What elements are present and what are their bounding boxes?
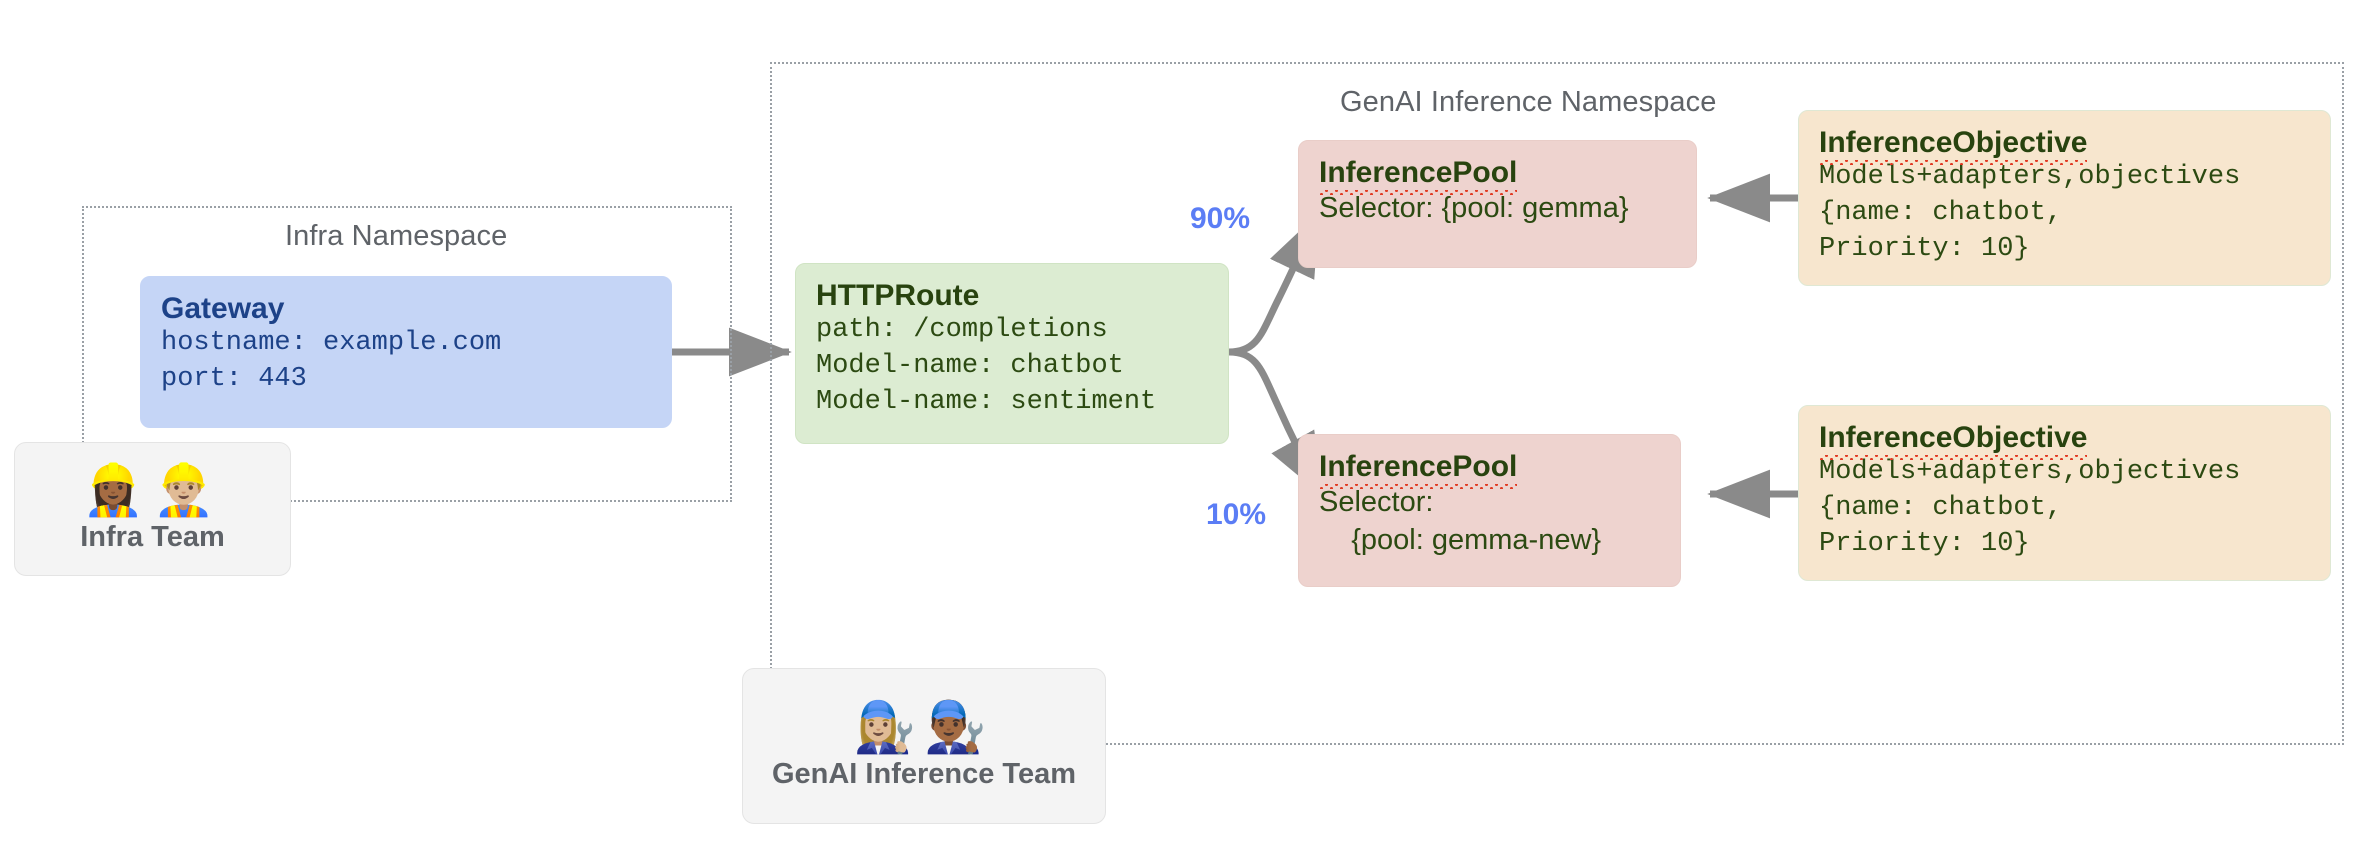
httproute-title: HTTPRoute	[816, 279, 980, 312]
infra-team-label: Infra Team	[80, 520, 225, 553]
httproute-box[interactable]: HTTPRoute path: /completions Model-name:…	[795, 263, 1229, 444]
namespace-genai-title: GenAI Inference Namespace	[1340, 86, 1717, 118]
gateway-details: hostname: example.com port: 443	[161, 326, 653, 397]
spellcheck-underline: InferencePool	[1319, 156, 1518, 196]
genai-team-avatar-icon: 👩🏼‍🔧👨🏾‍🔧	[853, 697, 995, 756]
genai-team-label: GenAI Inference Team	[771, 757, 1077, 790]
edge-weight-90: 90%	[1190, 202, 1251, 235]
gateway-hostname: hostname: example.com	[161, 328, 502, 359]
edge-weight-10: 10%	[1206, 498, 1267, 531]
objective-priority: Priority: 10}	[1819, 528, 2030, 559]
gateway-box[interactable]: Gateway hostname: example.com port: 443	[140, 276, 672, 428]
gateway-port: port: 443	[161, 364, 307, 395]
spellcheck-underline: InferenceObjective	[1819, 421, 2088, 461]
objective-priority: Priority: 10}	[1819, 233, 2030, 264]
inferenceobjective-top-title: InferenceObjective	[1819, 125, 2312, 166]
selector-label: Selector:	[1319, 486, 1434, 519]
objective-models: Models+adapters,objectives	[1819, 162, 2241, 193]
inferencepool-box-gemma-new[interactable]: InferencePool Selector: {pool: gemma-new…	[1298, 434, 1681, 587]
team-card-infra[interactable]: 👷🏾‍♀️👷🏼‍♂️ Infra Team	[14, 442, 291, 576]
inferenceobjective-top-details: Models+adapters,objectives {name: chatbo…	[1819, 160, 2312, 267]
gateway-title: Gateway	[161, 292, 285, 325]
infra-team-avatar-icon: 👷🏾‍♀️👷🏼‍♂️	[82, 460, 223, 519]
inferenceobjective-box-top[interactable]: InferenceObjective Models+adapters,objec…	[1798, 110, 2331, 286]
httproute-path: path: /completions	[816, 315, 1108, 346]
inferencepool-gemma-selector: Selector: {pool: gemma}	[1319, 192, 1629, 225]
inferencepool-box-gemma[interactable]: InferencePool Selector: {pool: gemma}	[1298, 140, 1697, 268]
inferencepool-gemma-new-selector: Selector: {pool: gemma-new}	[1319, 484, 1662, 559]
team-card-genai[interactable]: 👩🏼‍🔧👨🏾‍🔧 GenAI Inference Team	[742, 668, 1106, 824]
inferenceobjective-box-bottom[interactable]: InferenceObjective Models+adapters,objec…	[1798, 405, 2331, 581]
namespace-genai	[770, 62, 2344, 745]
inferenceobjective-bottom-details: Models+adapters,objectives {name: chatbo…	[1819, 455, 2312, 562]
inferenceobjective-bottom-title: InferenceObjective	[1819, 420, 2312, 461]
spellcheck-underline: InferenceObjective	[1819, 126, 2088, 166]
namespace-infra-title: Infra Namespace	[285, 220, 508, 252]
selector-value: {pool: gemma-new}	[1319, 524, 1602, 557]
objective-name: {name: chatbot,	[1819, 493, 2063, 524]
inferencepool-gemma-new-title: InferencePool	[1319, 449, 1662, 490]
objective-name: {name: chatbot,	[1819, 198, 2063, 229]
namespace-infra	[82, 206, 732, 502]
httproute-details: path: /completions Model-name: chatbot M…	[816, 313, 1210, 420]
objective-models: Models+adapters,objectives	[1819, 457, 2241, 488]
httproute-model-name-chatbot: Model-name: chatbot	[816, 351, 1124, 382]
inferencepool-gemma-title: InferencePool	[1319, 155, 1678, 196]
httproute-model-name-sentiment: Model-name: sentiment	[816, 386, 1157, 417]
spellcheck-underline: InferencePool	[1319, 450, 1518, 490]
